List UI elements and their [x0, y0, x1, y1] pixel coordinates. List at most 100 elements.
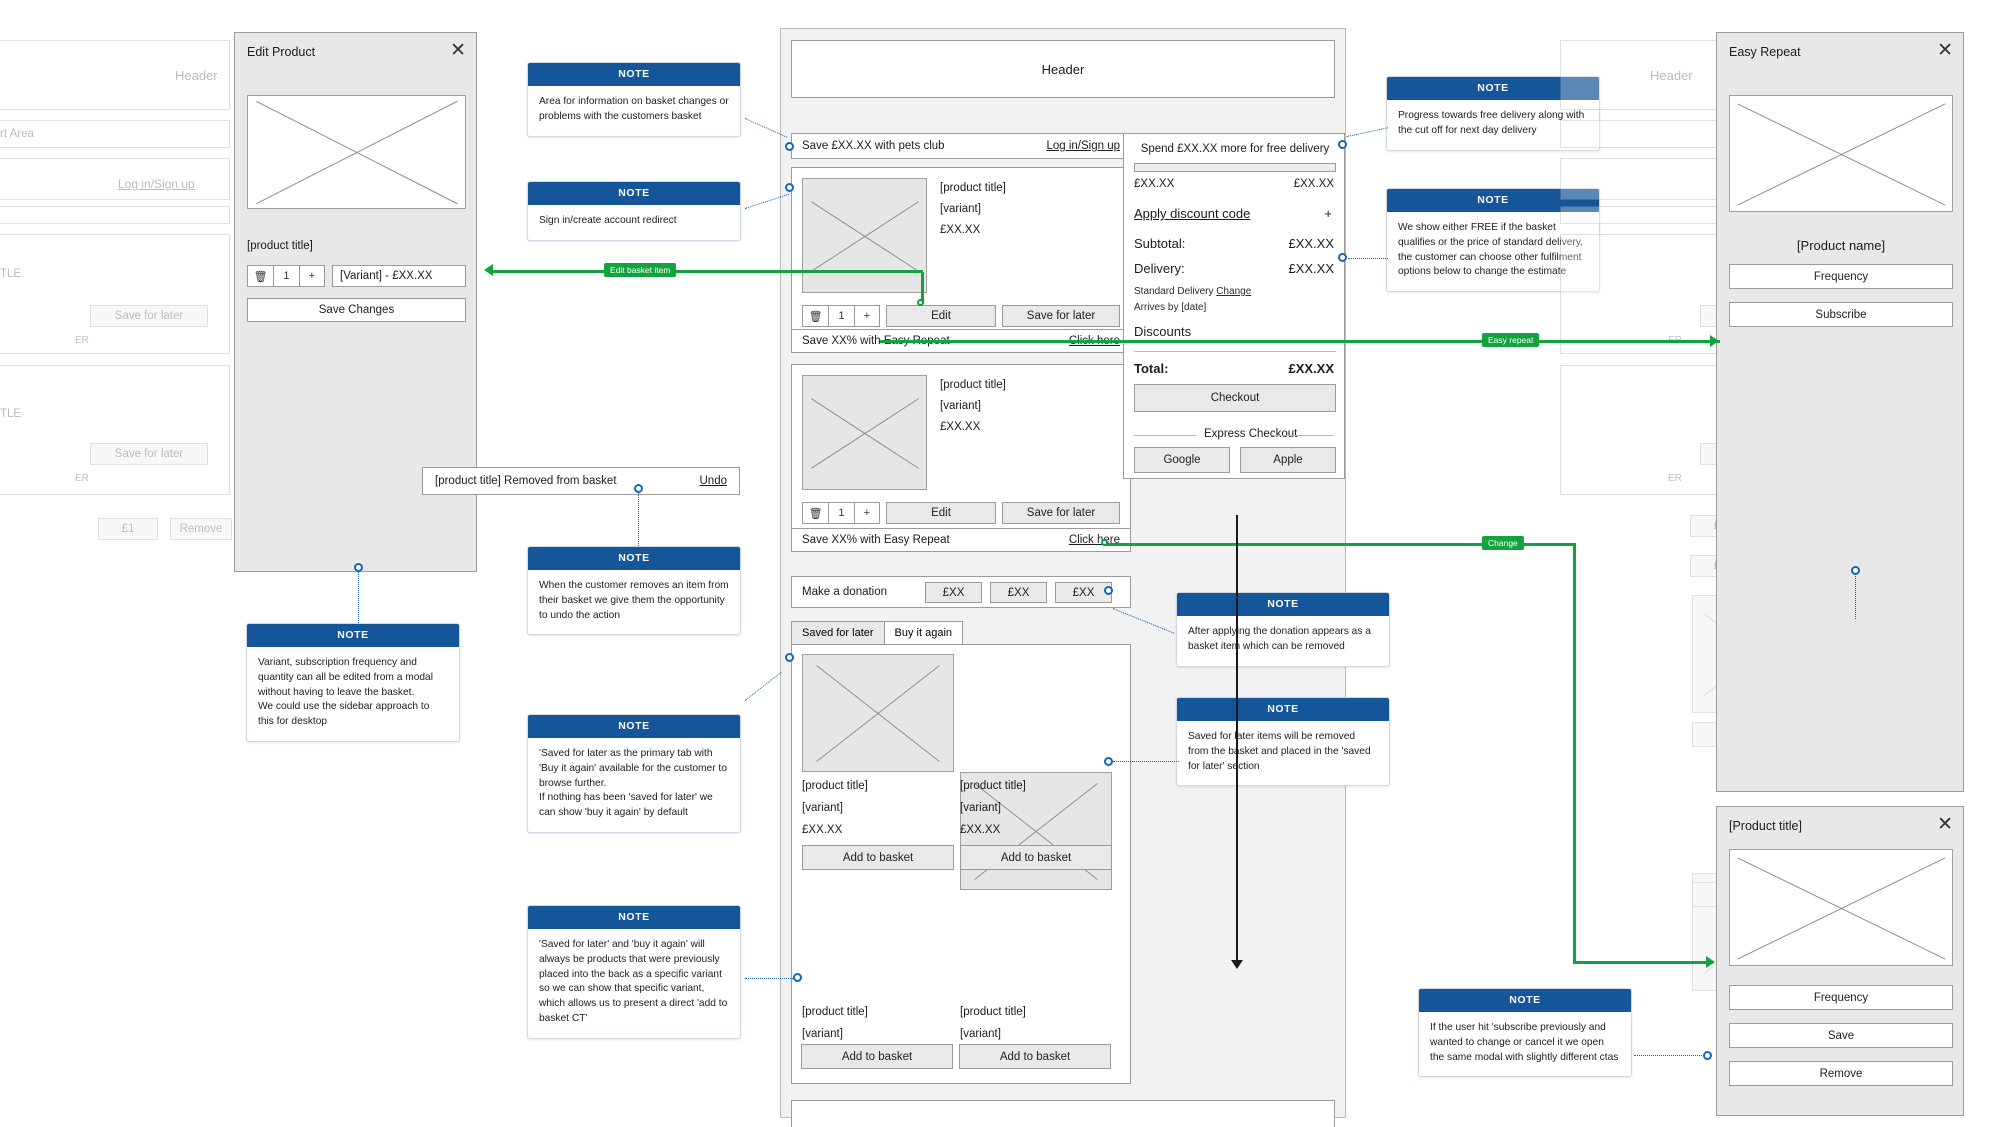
note-undo: NOTE When the customer removes an item f…	[527, 546, 741, 636]
ghost-title-label-2: TLE	[0, 408, 22, 420]
ghost-title-label: TLE	[0, 268, 22, 280]
subtotal-value: £XX.XX	[1288, 236, 1334, 251]
quantity-value: 1	[828, 306, 853, 326]
tab-saved-for-later[interactable]: Saved for later	[791, 621, 885, 645]
saved-product-title: [product title]	[960, 1006, 1026, 1018]
easy-repeat-bar-2: Save XX% with Easy Repeat Click here	[791, 528, 1131, 552]
ghost-er-2: ER	[1668, 473, 1682, 484]
frequency-select[interactable]: Frequency	[1729, 985, 1953, 1010]
product-image-placeholder	[960, 772, 1112, 890]
product-image-placeholder	[802, 375, 927, 490]
connector-line-tabs	[744, 671, 782, 701]
apply-discount-code[interactable]: Apply discount code	[1134, 206, 1251, 221]
note-text: When the customer removes an item from t…	[539, 580, 729, 621]
tab-buy-it-again[interactable]: Buy it again	[884, 621, 964, 645]
variant-select-value: [Variant] - £XX.XX	[340, 270, 433, 282]
close-icon[interactable]: ✕	[1937, 814, 1953, 835]
flow-tag-change: Change	[1482, 536, 1524, 550]
donation-option-2[interactable]: £XX	[990, 582, 1047, 603]
quantity-stepper[interactable]: 🗑 1 +	[247, 265, 325, 287]
trash-icon[interactable]: 🗑	[808, 310, 823, 323]
donation-option-3[interactable]: £XX	[1055, 582, 1112, 603]
express-checkout-label: Express Checkout	[1204, 428, 1298, 440]
note-header: NOTE	[1177, 698, 1389, 721]
total-label: Total:	[1134, 361, 1169, 376]
note-text: If the user hit 'subscribe previously an…	[1430, 1022, 1619, 1063]
saved-product-title: [product title]	[960, 780, 1026, 792]
ghost-header-label: Header	[175, 68, 218, 83]
pets-club-bar: Save £XX.XX with pets club Log in/Sign u…	[791, 133, 1131, 159]
frequency-select[interactable]: Frequency	[1729, 264, 1953, 289]
quantity-stepper[interactable]: 🗑 1 +	[802, 502, 880, 524]
undo-link[interactable]: Undo	[699, 475, 728, 487]
note-text: Saved for later items will be removed fr…	[1188, 731, 1371, 772]
summary-divider	[1134, 351, 1336, 352]
trash-icon[interactable]: 🗑	[253, 270, 268, 283]
plus-icon[interactable]: +	[853, 503, 879, 523]
product-variant: [variant]	[940, 400, 981, 412]
progress-max-label: £XX.XX	[1293, 178, 1334, 190]
quantity-stepper[interactable]: 🗑 1 +	[802, 305, 880, 327]
login-signup-link[interactable]: Log in/Sign up	[1046, 140, 1120, 152]
ghost-er-2: ER	[75, 473, 89, 484]
note-progress: NOTE Progress towards free delivery alon…	[1386, 76, 1600, 151]
edit-button[interactable]: Edit	[886, 502, 996, 524]
note-text: 'Saved for later' and 'buy it again' wil…	[539, 939, 728, 1024]
removed-toast: [product title] Removed from basket Undo	[422, 467, 740, 495]
trash-icon[interactable]: 🗑	[808, 507, 823, 520]
note-basket-info: NOTE Area for information on basket chan…	[527, 62, 741, 137]
connector-line-modal	[358, 571, 359, 625]
ghost-save-for-later-2: Save for later	[90, 443, 208, 465]
note-variants: NOTE 'Saved for later' and 'buy it again…	[527, 905, 741, 1039]
product-image-placeholder	[802, 654, 954, 772]
add-to-basket-button[interactable]: Add to basket	[960, 845, 1112, 870]
flow-er-arrow	[1710, 335, 1719, 347]
plus-icon[interactable]: +	[853, 306, 879, 326]
flow-change-arrow	[1706, 956, 1715, 968]
express-divider-right	[1272, 435, 1334, 436]
add-to-basket-button[interactable]: Add to basket	[801, 1044, 953, 1069]
quantity-value: 1	[828, 503, 853, 523]
free-delivery-message: Spend £XX.XX more for free delivery	[1140, 143, 1330, 155]
donation-option-1[interactable]: £XX	[925, 582, 982, 603]
note-modal-edit: NOTE Variant, subscription frequency and…	[246, 623, 460, 742]
flow-change-vertical	[1573, 543, 1576, 963]
saved-product-title: [product title]	[802, 780, 868, 792]
delivery-method-name: Standard Delivery	[1134, 286, 1214, 297]
remove-button[interactable]: Remove	[1729, 1061, 1953, 1086]
discount-expand-icon[interactable]: +	[1324, 206, 1332, 221]
note-header: NOTE	[1177, 593, 1389, 616]
edit-product-name: [product title]	[247, 240, 313, 252]
product-title: [product title]	[940, 182, 1006, 194]
delivery-value: £XX.XX	[1288, 261, 1334, 276]
plus-icon[interactable]: +	[298, 266, 324, 286]
save-for-later-button[interactable]: Save for later	[1002, 305, 1120, 327]
save-for-later-button[interactable]: Save for later	[1002, 502, 1120, 524]
checkout-button[interactable]: Checkout	[1134, 384, 1336, 412]
express-divider-left	[1134, 435, 1196, 436]
order-summary: Spend £XX.XX more for free delivery £XX.…	[1123, 133, 1345, 479]
save-button[interactable]: Save	[1729, 1023, 1953, 1048]
save-changes-button[interactable]: Save Changes	[247, 298, 466, 322]
close-icon[interactable]: ✕	[1937, 40, 1953, 61]
note-text: Progress towards free delivery along wit…	[1398, 110, 1585, 136]
variant-select[interactable]: [Variant] - £XX.XX	[332, 265, 466, 287]
product-image-placeholder	[1729, 849, 1953, 966]
note-text: After applying the donation appears as a…	[1188, 626, 1371, 652]
basket-header: Header	[791, 40, 1335, 98]
google-pay-button[interactable]: Google	[1134, 447, 1230, 473]
note-header: NOTE	[528, 715, 740, 738]
ghost-remove-1: Remove	[170, 518, 232, 540]
add-to-basket-button[interactable]: Add to basket	[802, 845, 954, 870]
close-icon[interactable]: ✕	[450, 40, 466, 61]
basket-item-2: [product title] [variant] £XX.XX 🗑 1 + E…	[791, 364, 1131, 535]
edit-button[interactable]: Edit	[886, 305, 996, 327]
delivery-change-link[interactable]: Change	[1216, 286, 1252, 297]
easy-repeat-label: Save XX% with Easy Repeat	[802, 335, 950, 347]
subscribe-button[interactable]: Subscribe	[1729, 302, 1953, 327]
apple-pay-button[interactable]: Apple	[1240, 447, 1336, 473]
saved-product-variant: [variant]	[802, 1028, 843, 1040]
add-to-basket-button[interactable]: Add to basket	[959, 1044, 1111, 1069]
saved-tabs: Saved for later Buy it again	[791, 621, 964, 645]
flow-change-endpoint	[1101, 539, 1108, 546]
